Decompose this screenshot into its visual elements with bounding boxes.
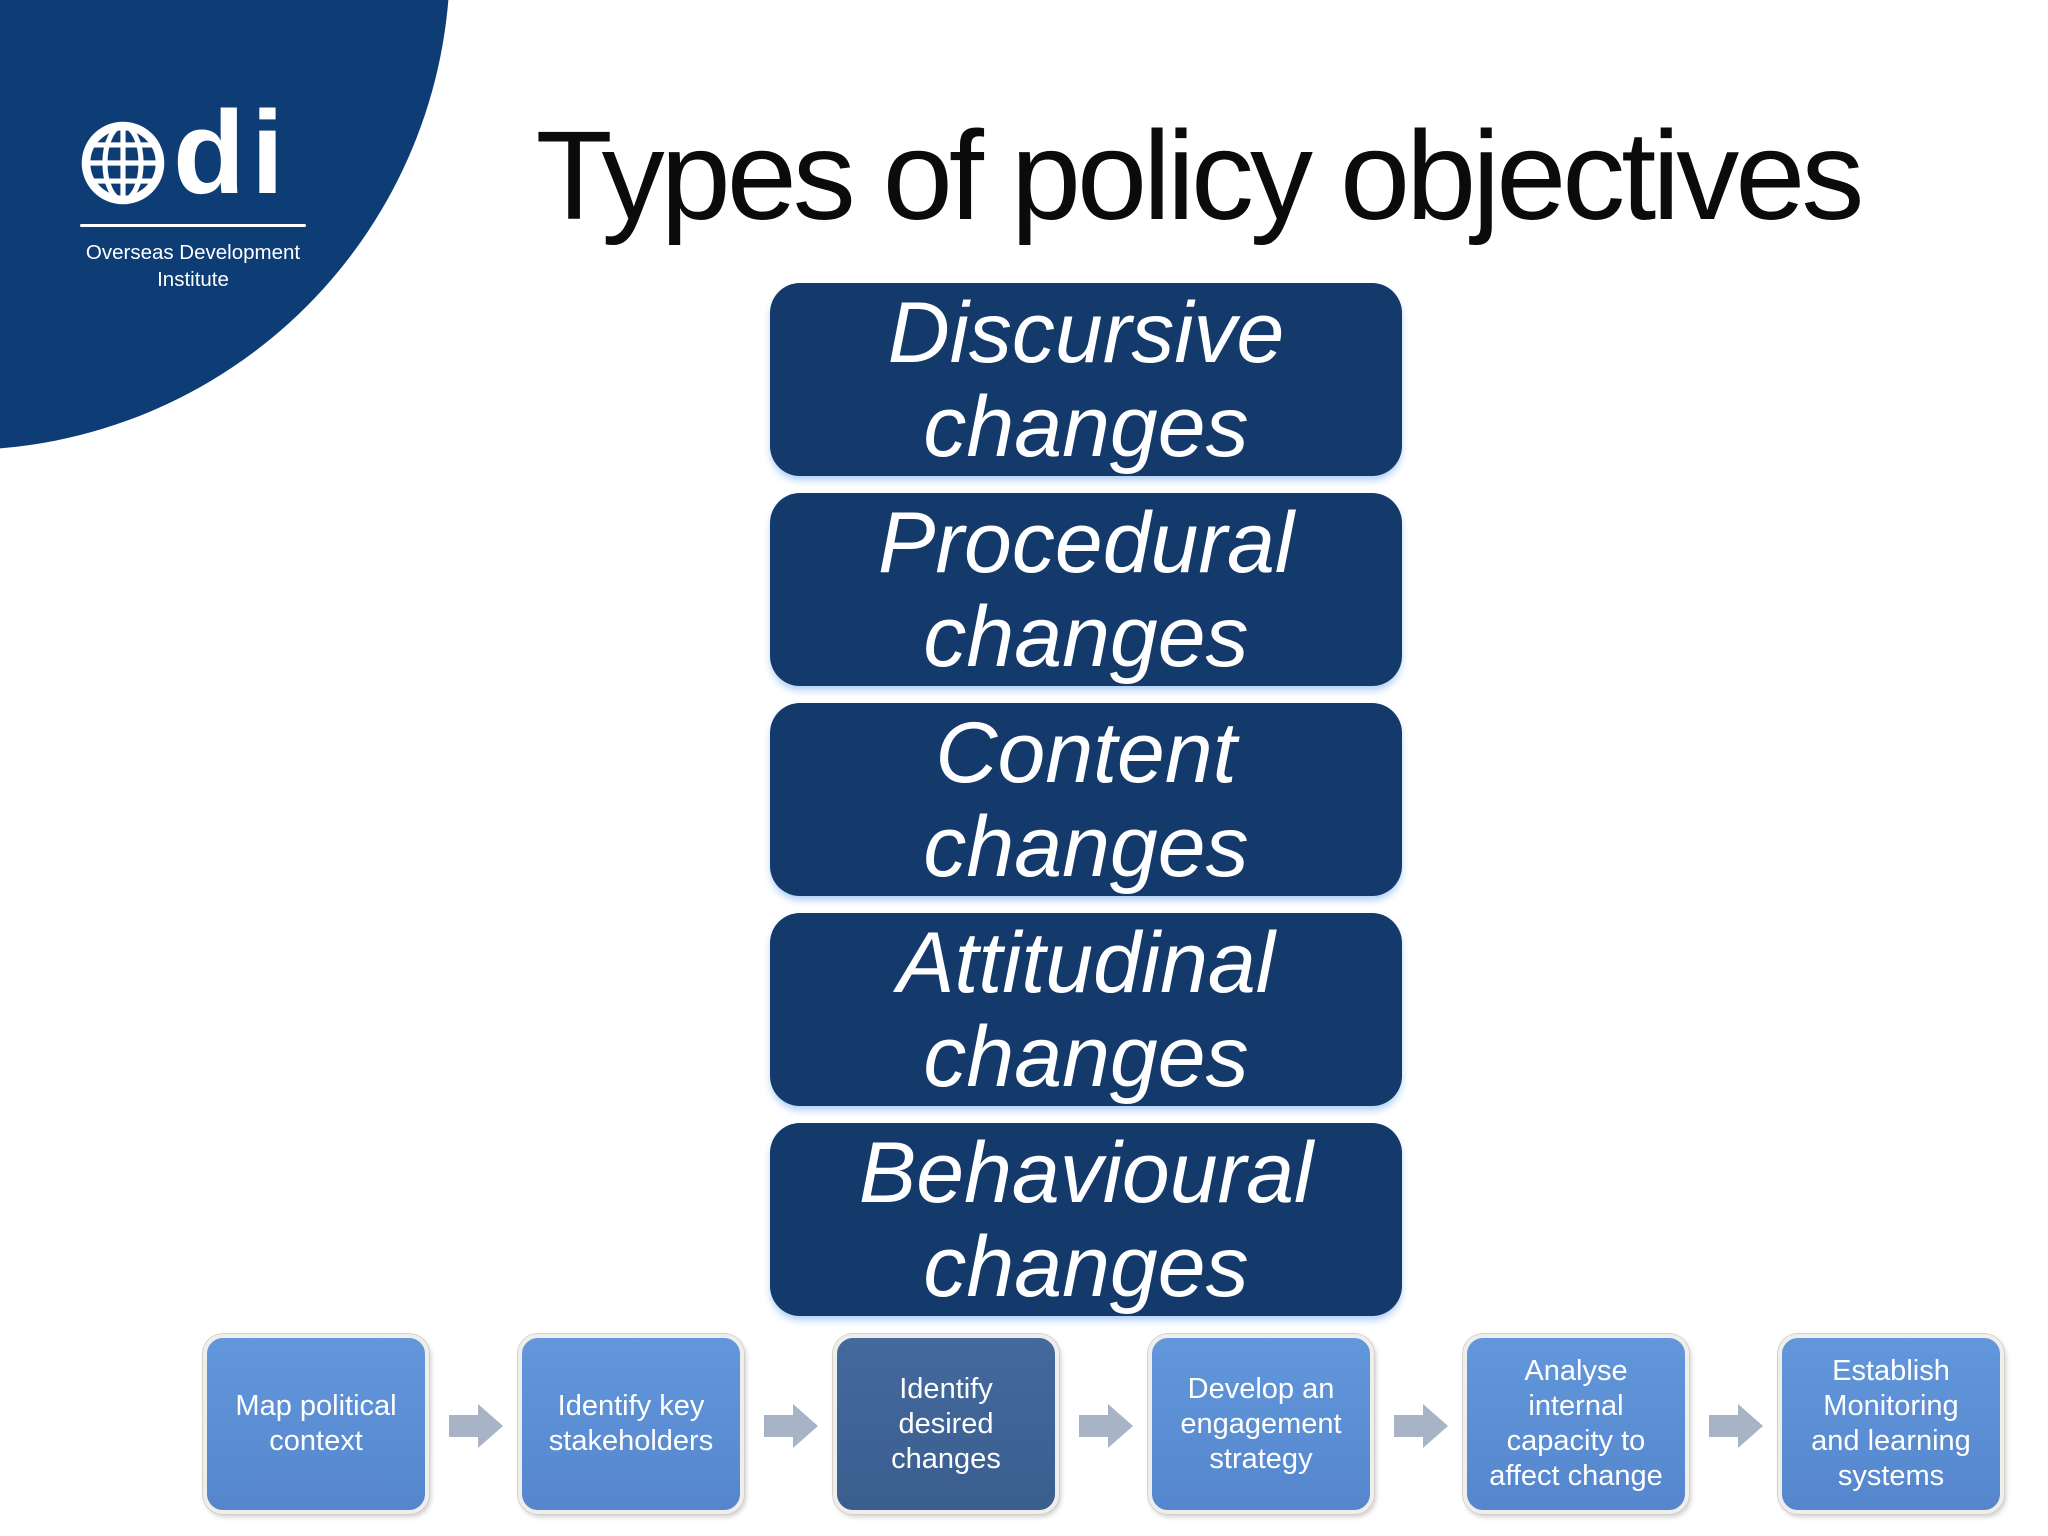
odi-logotype: di [80, 87, 306, 219]
flow-step-label: Map political context [235, 1390, 397, 1457]
arrow-right-icon [1394, 1404, 1448, 1448]
odi-brand-text: di [173, 87, 290, 219]
objective-label: Behavioural changes [858, 1124, 1314, 1315]
flow-step-label: Develop an engagement strategy [1180, 1372, 1342, 1475]
objective-box-discursive: Discursive changes [770, 283, 1402, 476]
flow-step-map-political-context: Map political context [203, 1334, 429, 1514]
arrow-right-icon [1709, 1404, 1763, 1448]
logo-divider [80, 224, 306, 227]
objective-box-content: Content changes [770, 703, 1402, 896]
flow-step-label: Identify key stakeholders [548, 1390, 714, 1457]
objective-label: Discursive changes [887, 284, 1285, 475]
flow-step-label: Identify desired changes [891, 1372, 1001, 1475]
objective-box-procedural: Procedural changes [770, 493, 1402, 686]
arrow-right-icon [764, 1404, 818, 1448]
arrow-right-icon [1079, 1404, 1133, 1448]
objective-box-behavioural: Behavioural changes [770, 1123, 1402, 1316]
flow-step-label: Analyse internal capacity to affect chan… [1489, 1355, 1663, 1492]
flow-step-label: Establish Monitoring and learning system… [1811, 1355, 1971, 1492]
flow-step-establish-monitoring-systems: Establish Monitoring and learning system… [1778, 1334, 2004, 1514]
flow-step-identify-key-stakeholders: Identify key stakeholders [518, 1334, 744, 1514]
flow-step-develop-engagement-strategy: Develop an engagement strategy [1148, 1334, 1374, 1514]
page-title: Types of policy objectives [535, 105, 1865, 246]
odi-logo: di Overseas Development Institute [80, 94, 306, 293]
objective-label: Procedural changes [878, 494, 1294, 685]
objective-box-attitudinal: Attitudinal changes [770, 913, 1402, 1106]
flow-step-analyse-internal-capacity: Analyse internal capacity to affect chan… [1463, 1334, 1689, 1514]
odi-org-name: Overseas Development Institute [85, 241, 301, 291]
globe-icon [81, 121, 165, 205]
objective-label: Attitudinal changes [897, 914, 1275, 1105]
flow-step-identify-desired-changes: Identify desired changes [833, 1334, 1059, 1514]
arrow-right-icon [449, 1404, 503, 1448]
objective-label: Content changes [923, 704, 1249, 895]
